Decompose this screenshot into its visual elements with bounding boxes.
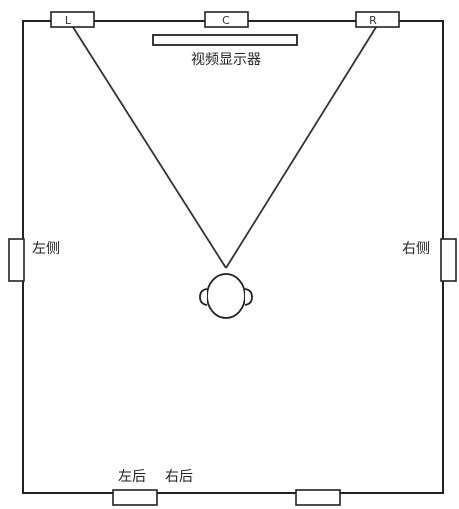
rear-left-label: 左后 bbox=[118, 469, 146, 485]
right-side-speaker bbox=[440, 238, 457, 282]
right-side-label: 右侧 bbox=[402, 241, 430, 257]
left-side-speaker bbox=[8, 238, 25, 282]
rear-left-speaker bbox=[112, 489, 158, 506]
center-speaker: C bbox=[204, 11, 249, 28]
right-speaker-ray bbox=[225, 23, 379, 269]
rear-right-speaker bbox=[295, 489, 341, 506]
left-speaker-ray bbox=[70, 23, 227, 269]
front-right-speaker: R bbox=[355, 11, 400, 28]
rear-right-label: 右后 bbox=[165, 469, 193, 485]
front-left-speaker: L bbox=[50, 11, 95, 28]
front-right-speaker-label: R bbox=[369, 14, 377, 27]
video-display bbox=[152, 34, 298, 46]
video-display-label: 视频显示器 bbox=[191, 52, 261, 68]
left-side-label: 左侧 bbox=[32, 241, 60, 257]
front-left-speaker-label: L bbox=[65, 14, 72, 27]
center-speaker-label: C bbox=[222, 14, 230, 27]
listener-head bbox=[199, 273, 253, 319]
